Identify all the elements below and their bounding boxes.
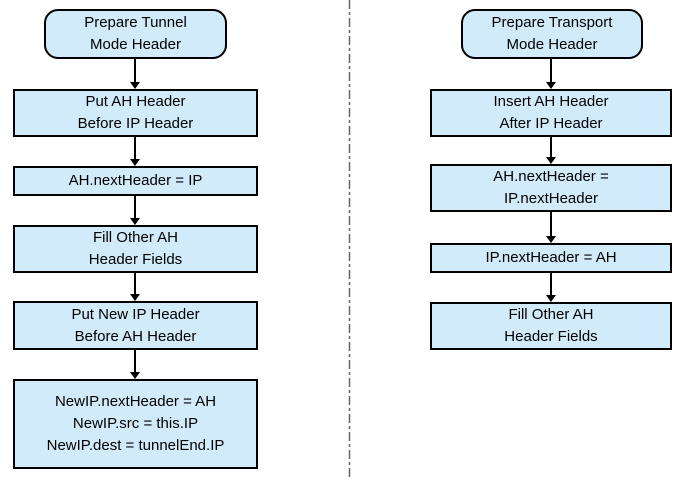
arrow-shaft [134,196,136,220]
arrowhead-icon [546,157,556,164]
arrow-shaft [134,350,136,374]
node-newip-assignments: NewIP.nextHeader = AH NewIP.src = this.I… [13,379,258,469]
node-prepare-tunnel-mode-header: Prepare Tunnel Mode Header [44,9,227,59]
node-insert-ah-header-after-ip-header: Insert AH Header After IP Header [430,89,672,137]
node-ah-nextheader-ip-nextheader: AH.nextHeader = IP.nextHeader [430,164,672,212]
arrowhead-icon [130,82,140,89]
arrow-shaft [550,212,552,238]
arrowhead-icon [130,218,140,225]
arrow-down [545,273,557,302]
arrow-shaft [134,273,136,296]
arrowhead-icon [546,236,556,243]
arrowhead-icon [130,294,140,301]
arrow-down [129,273,141,301]
node-ah-nextheader-ip: AH.nextHeader = IP [13,166,258,196]
arrow-down [129,350,141,379]
arrow-down [129,196,141,225]
arrowhead-icon [130,159,140,166]
arrow-shaft [134,137,136,161]
arrow-shaft [134,59,136,84]
arrow-shaft [550,59,552,84]
arrow-shaft [550,273,552,297]
arrowhead-icon [130,372,140,379]
column-divider [348,0,351,479]
node-fill-other-ah-header-fields-transport: Fill Other AH Header Fields [430,302,672,350]
arrow-down [545,137,557,164]
arrow-down [545,59,557,89]
node-put-ah-header-before-ip-header: Put AH Header Before IP Header [13,89,258,137]
node-prepare-transport-mode-header: Prepare Transport Mode Header [461,9,643,59]
arrowhead-icon [546,82,556,89]
arrow-down [129,137,141,166]
node-put-new-ip-header-before-ah-header: Put New IP Header Before AH Header [13,301,258,350]
arrow-down [129,59,141,89]
arrow-shaft [550,137,552,159]
arrow-down [545,212,557,243]
node-fill-other-ah-header-fields-tunnel: Fill Other AH Header Fields [13,225,258,273]
arrowhead-icon [546,295,556,302]
node-ip-nextheader-ah: IP.nextHeader = AH [430,243,672,273]
